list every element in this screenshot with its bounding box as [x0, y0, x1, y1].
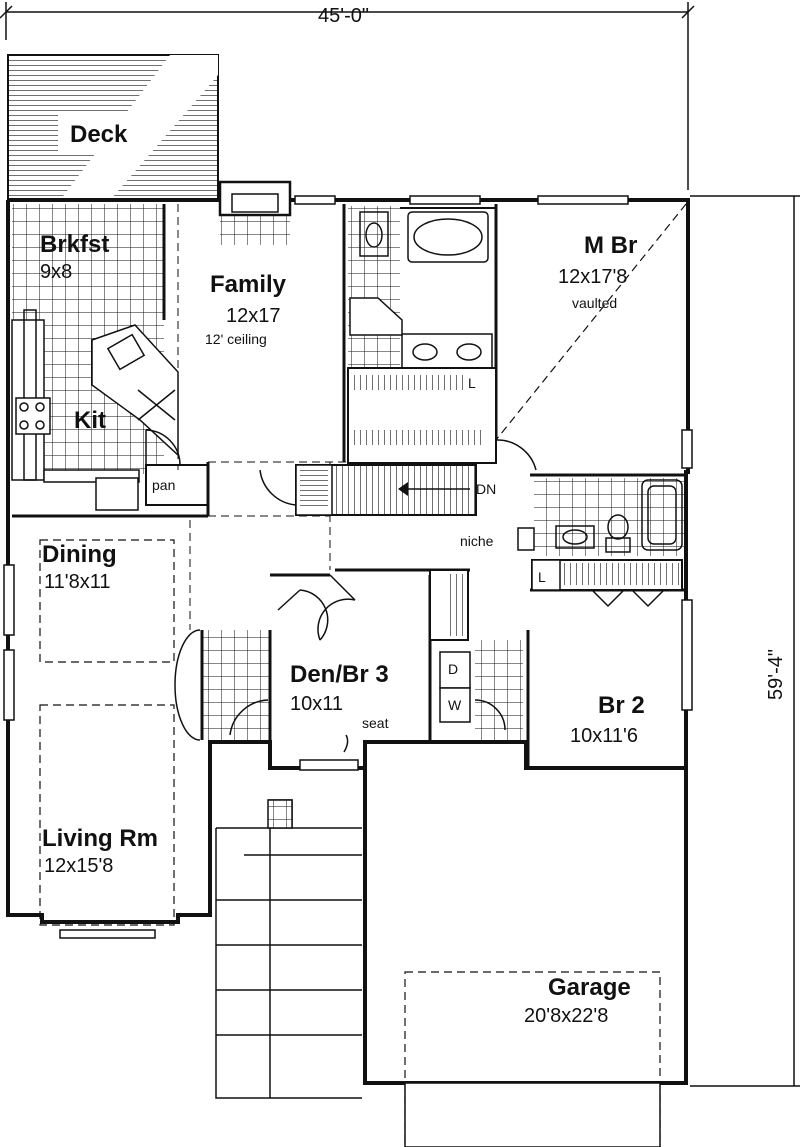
- pantry-label: pan: [152, 477, 175, 493]
- kitchen-label: Kit: [74, 407, 106, 434]
- garage: [363, 768, 688, 1147]
- bath-tile-floor: [348, 206, 400, 368]
- linen-closet-master-label: L: [468, 375, 476, 391]
- bath2-tile-floor: [534, 478, 684, 556]
- dining-size: 11'8x11: [44, 571, 110, 593]
- garage-size: 20'8x22'8: [524, 1005, 608, 1027]
- width-dimension-line: [0, 2, 695, 190]
- depth-dimension-label: 59'-4": [765, 649, 787, 700]
- niche-label: niche: [460, 533, 494, 549]
- windows: [3, 195, 693, 939]
- master-door-swing: [495, 439, 537, 471]
- master-bath: [347, 211, 497, 464]
- living-ceiling-outline: [39, 704, 175, 926]
- depth-dimension-line: [690, 195, 800, 1087]
- dryer-label: D: [448, 661, 458, 677]
- living-size: 12x15'8: [44, 855, 113, 877]
- width-dimension-label: 45'-0": [318, 5, 369, 27]
- garage-label: Garage: [548, 974, 631, 1001]
- den-size: 10x11: [290, 693, 343, 715]
- master-size: 12x17'8: [558, 266, 627, 288]
- walkway: [215, 799, 362, 1099]
- linen-closet-label: L: [538, 569, 546, 585]
- laundry-tile-floor: [475, 640, 523, 740]
- family-note: 12' ceiling: [205, 331, 267, 347]
- deck-label: Deck: [70, 121, 128, 148]
- closets: [429, 527, 683, 641]
- exterior-walls: [6, 198, 690, 924]
- kitchen-cabinets: [11, 309, 179, 511]
- family-size: 12x17: [226, 305, 281, 327]
- bedroom2-size: 10x11'6: [570, 725, 638, 747]
- den-label: Den/Br 3: [290, 661, 389, 688]
- vaulted-ceiling-line: [495, 203, 687, 441]
- den-details: [229, 574, 359, 771]
- master-label: M Br: [584, 232, 637, 259]
- dining-ceiling-outline: [39, 539, 175, 663]
- breakfast-size: 9x8: [40, 261, 72, 283]
- breakfast-label: Brkfst: [40, 231, 109, 258]
- stairs: [259, 464, 477, 516]
- fireplace-hearth: [220, 215, 290, 245]
- dining-label: Dining: [42, 541, 117, 568]
- foyer-bay: [174, 629, 201, 741]
- second-bath: [555, 479, 683, 553]
- bedroom2-label: Br 2: [598, 692, 645, 719]
- foyer-tile-floor: [202, 630, 270, 740]
- washer-label: W: [448, 697, 462, 713]
- master-note: vaulted: [572, 295, 617, 311]
- family-label: Family: [210, 271, 287, 298]
- den-seat-note: seat: [362, 715, 389, 731]
- stairs-down-label: DN: [476, 481, 496, 497]
- living-label: Living Rm: [42, 825, 158, 852]
- pantry: [145, 429, 209, 506]
- laundry: [439, 651, 506, 731]
- deck: [7, 54, 219, 201]
